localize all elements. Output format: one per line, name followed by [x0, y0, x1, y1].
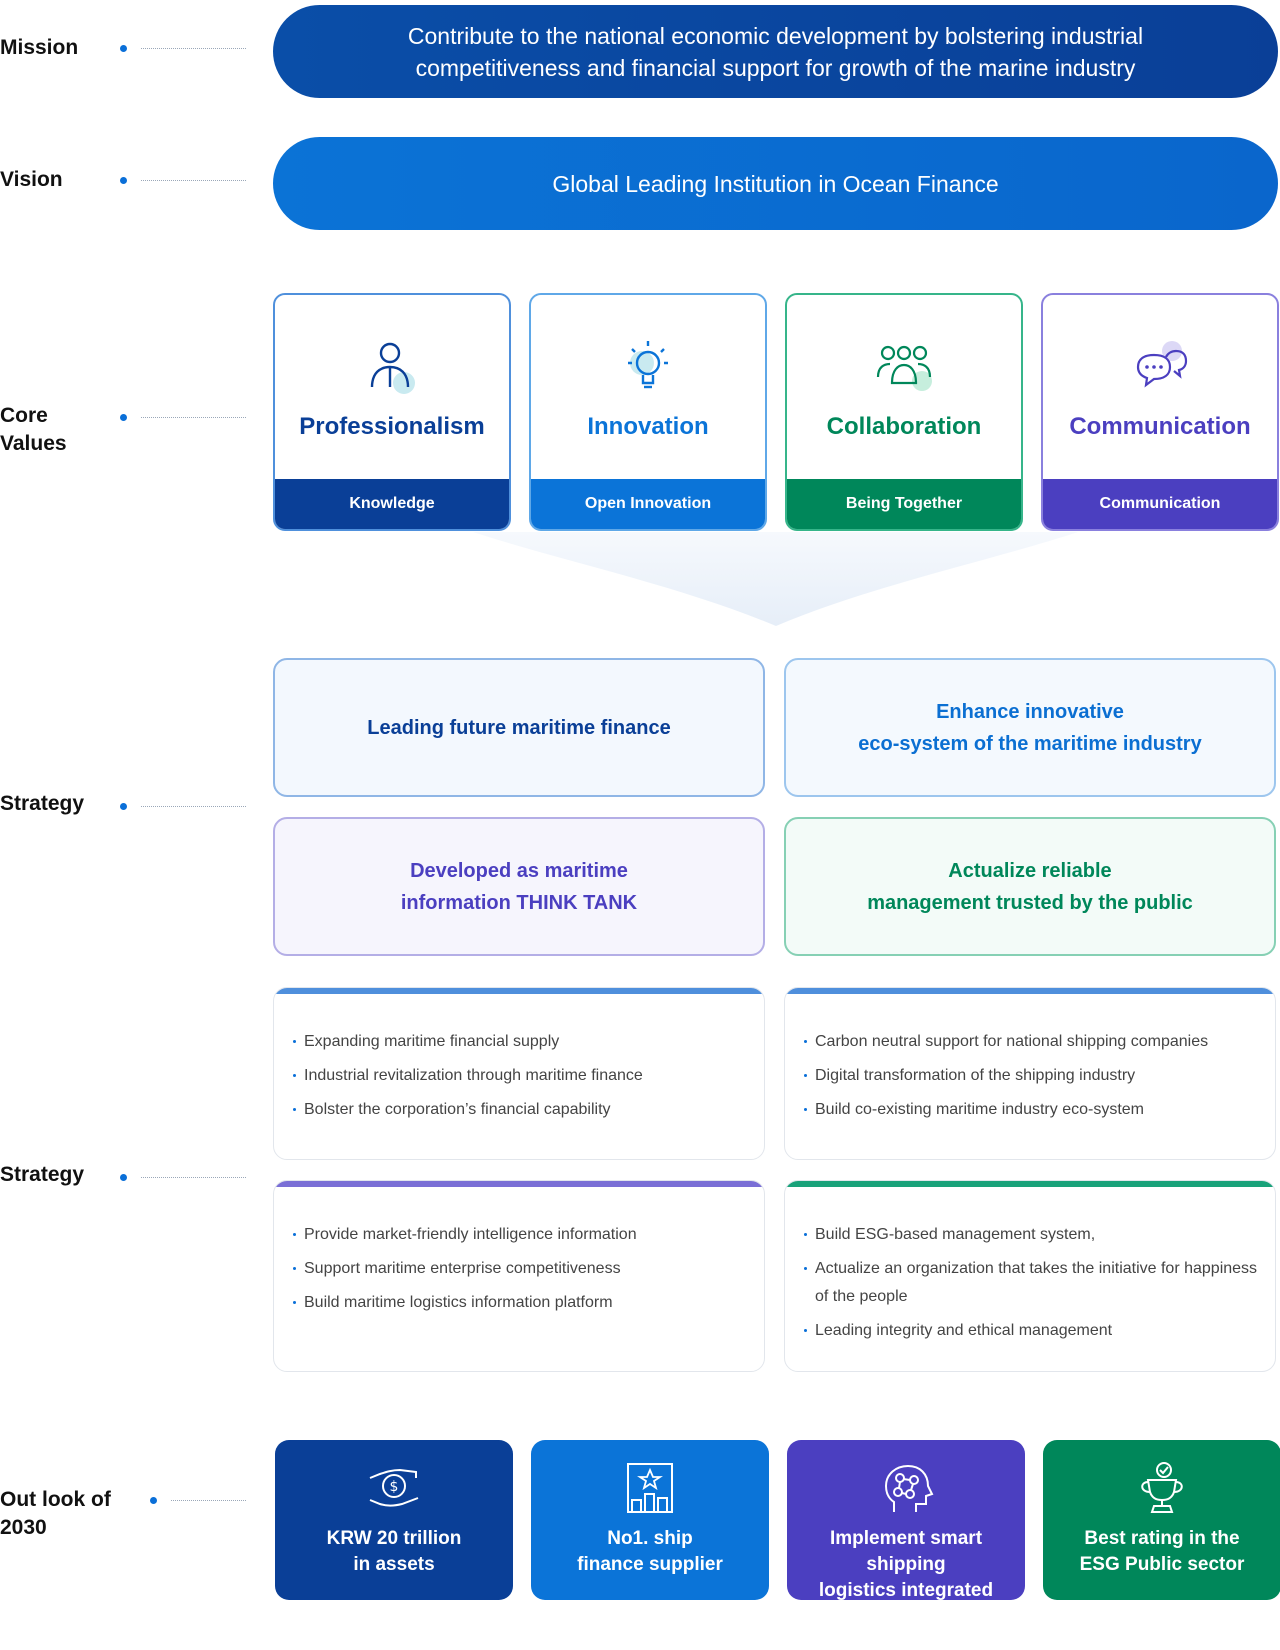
strategy-detail-card: Build ESG-based management system, Actua…	[784, 1180, 1276, 1372]
svg-text:$: $	[390, 1479, 399, 1495]
strategy-detail-card: Expanding maritime financial supply Indu…	[273, 987, 765, 1160]
mission-line-1: Contribute to the national economic deve…	[407, 22, 1144, 49]
outlook-line: finance supplier	[577, 1554, 723, 1575]
strategy-detail-card: Carbon neutral support for national ship…	[784, 987, 1276, 1160]
bullet-dot	[120, 45, 127, 52]
dotted-connector	[171, 1500, 246, 1501]
core-value-card-innovation: Innovation Open Innovation	[529, 293, 767, 531]
strategy-line: information THINK TANK	[400, 891, 638, 914]
strategy-box-reliable-management: Actualize reliable management trusted by…	[784, 817, 1276, 956]
outlook-line: Best rating in the	[1084, 1528, 1240, 1549]
strategy-box-eco-system: Enhance innovative eco-system of the mar…	[784, 658, 1276, 797]
trophy-icon	[1141, 1462, 1183, 1513]
list-item: Digital transformation of the shipping i…	[803, 1062, 1261, 1090]
bullet-dot	[120, 803, 127, 810]
core-value-title: Professionalism	[299, 413, 485, 440]
label-outlook-1: Out look of	[0, 1488, 111, 1511]
list-item: Bolster the corporation’s financial capa…	[292, 1096, 750, 1124]
strategy-box-think-tank: Developed as maritime information THINK …	[273, 817, 765, 956]
core-value-subtitle: Open Innovation	[531, 479, 765, 529]
strategy-box-future-finance: Leading future maritime finance	[273, 658, 765, 797]
outlook-line: KRW 20 trillion	[326, 1528, 462, 1549]
mission-banner: Contribute to the national economic deve…	[273, 5, 1278, 98]
lightbulb-icon	[628, 341, 668, 389]
label-strategy-1: Strategy	[0, 792, 85, 815]
core-value-title: Communication	[1069, 413, 1251, 440]
strategy-detail-list: Build ESG-based management system, Actua…	[803, 1221, 1261, 1351]
core-value-title: Collaboration	[826, 413, 982, 440]
outlook-tile-assets: $ KRW 20 trillion in assets	[275, 1440, 513, 1600]
outlook-tile-ship-finance: No1. ship finance supplier	[531, 1440, 769, 1600]
core-value-title: Innovation	[587, 413, 709, 440]
strategy-detail-list: Expanding maritime financial supply Indu…	[292, 1028, 750, 1130]
strategy-line: Leading future maritime finance	[367, 716, 671, 739]
list-item: Actualize an organization that takes the…	[803, 1255, 1261, 1311]
strategy-detail-list: Provide market-friendly intelligence inf…	[292, 1221, 750, 1323]
strategy-line: Enhance innovative	[936, 700, 1124, 723]
strategy-line: Developed as maritime	[410, 859, 628, 882]
outlook-line: ESG Public sector	[1079, 1554, 1245, 1575]
person-icon	[370, 342, 415, 394]
card-top-bar	[274, 1181, 764, 1187]
list-item: Carbon neutral support for national ship…	[803, 1028, 1261, 1056]
money-hand-icon: $	[369, 1468, 419, 1507]
vision-banner: Global Leading Institution in Ocean Fina…	[273, 137, 1278, 230]
vision-text: Global Leading Institution in Ocean Fina…	[552, 170, 999, 197]
core-value-subtitle: Communication	[1043, 479, 1277, 529]
core-value-subtitle: Being Together	[787, 479, 1021, 529]
list-item: Build co-existing maritime industry eco-…	[803, 1096, 1261, 1124]
list-item: Build maritime logistics information pla…	[292, 1289, 750, 1317]
mission-line-2: competitiveness and financial support fo…	[415, 54, 1136, 81]
network-head-icon	[884, 1464, 934, 1512]
outlook-line: No1. ship	[607, 1528, 693, 1549]
outlook-tile-smart-shipping: Implement smart shipping logistics integ…	[787, 1440, 1025, 1627]
group-icon	[876, 345, 932, 391]
strategy-line: Actualize reliable	[948, 859, 1112, 882]
label-core-values-2: Values	[0, 432, 67, 455]
list-item: Support maritime enterprise competitiven…	[292, 1255, 750, 1283]
list-item: Provide market-friendly intelligence inf…	[292, 1221, 750, 1249]
dotted-connector	[141, 806, 246, 807]
label-vision: Vision	[0, 168, 63, 191]
list-item: Expanding maritime financial supply	[292, 1028, 750, 1056]
label-core-values-1: Core	[0, 404, 48, 427]
bullet-dot	[120, 1174, 127, 1181]
outlook-line: Implement smart shipping	[829, 1528, 983, 1575]
strategy-line: management trusted by the public	[867, 891, 1193, 914]
dotted-connector	[141, 1177, 246, 1178]
ranking-icon	[627, 1463, 673, 1513]
card-top-bar	[785, 1181, 1275, 1187]
card-top-bar	[785, 988, 1275, 994]
bullet-dot	[120, 414, 127, 421]
core-value-card-communication: Communication Communication	[1041, 293, 1279, 531]
core-value-subtitle: Knowledge	[275, 479, 509, 529]
bullet-dot	[120, 177, 127, 184]
core-value-card-collaboration: Collaboration Being Together	[785, 293, 1023, 531]
outlook-line: logistics integrated platform	[818, 1580, 994, 1627]
dotted-connector	[141, 180, 246, 181]
chat-icon	[1136, 341, 1188, 388]
label-outlook-2: 2030	[0, 1516, 47, 1539]
outlook-line: in assets	[353, 1554, 435, 1575]
funnel-arrow	[473, 532, 1078, 626]
core-value-card-professionalism: Professionalism Knowledge	[273, 293, 511, 531]
dotted-connector	[141, 417, 246, 418]
label-mission: Mission	[0, 36, 79, 59]
dotted-connector	[141, 48, 246, 49]
list-item: Industrial revitalization through mariti…	[292, 1062, 750, 1090]
card-top-bar	[274, 988, 764, 994]
list-item: Build ESG-based management system,	[803, 1221, 1261, 1249]
bullet-dot	[150, 1497, 157, 1504]
label-strategy-2: Strategy	[0, 1163, 85, 1186]
strategy-detail-list: Carbon neutral support for national ship…	[803, 1028, 1261, 1130]
list-item: Leading integrity and ethical management	[803, 1317, 1261, 1345]
strategy-line: eco-system of the maritime industry	[858, 732, 1202, 755]
strategy-detail-card: Provide market-friendly intelligence inf…	[273, 1180, 765, 1372]
outlook-tile-esg-rating: Best rating in the ESG Public sector	[1043, 1440, 1280, 1600]
